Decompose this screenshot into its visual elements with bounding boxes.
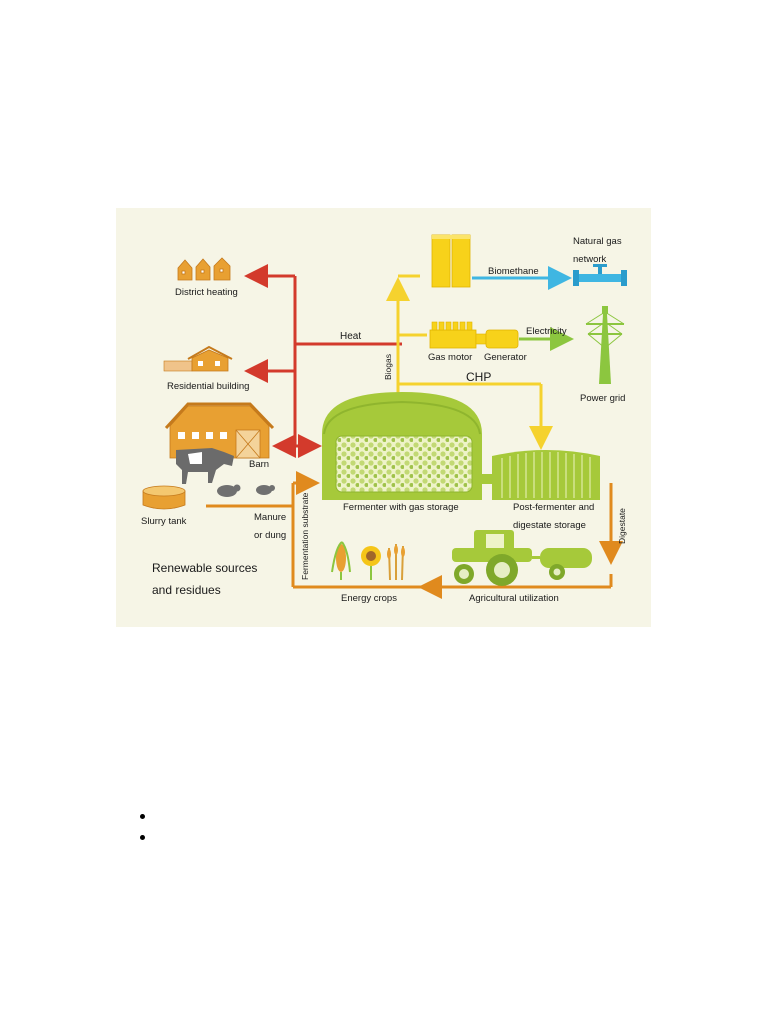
slurry-tank-icon — [142, 485, 186, 510]
energy-crops-icon — [331, 541, 405, 581]
slurry-tank-label: Slurry tank — [141, 516, 187, 527]
digestate-label: Digestate — [617, 508, 627, 544]
gas-motor-label: Gas motor — [428, 352, 472, 363]
residential-building-label: Residential building — [167, 381, 249, 392]
district-heating-houses-icon — [177, 257, 231, 281]
chp-label: CHP — [466, 370, 491, 384]
energy-crops-label: Energy crops — [341, 593, 397, 604]
empty-bullet-list — [140, 809, 150, 851]
renewable-sources-label-line1: Renewable sources — [152, 561, 257, 575]
biogas-label: Biogas — [383, 354, 393, 380]
biomethane-label: Biomethane — [488, 266, 539, 277]
heat-label: Heat — [340, 331, 361, 342]
tractor-icon — [452, 530, 592, 586]
electricity-label: Electricity — [526, 326, 567, 337]
heat-lines — [244, 264, 402, 458]
biogas-lines — [386, 274, 553, 450]
agricultural-utilization-label: Agricultural utilization — [469, 593, 559, 604]
renewable-sources-label-line2: and residues — [152, 583, 221, 597]
fermenter-icon — [322, 392, 482, 500]
generator-icon — [475, 329, 519, 349]
manure-label-line2: or dung — [254, 530, 286, 541]
manure-label-line1: Manure — [254, 512, 286, 523]
fermenter-label: Fermenter with gas storage — [343, 502, 459, 513]
substrate-lines — [206, 471, 623, 599]
natural-gas-pipe-icon — [573, 264, 627, 286]
natural-gas-label-line2: network — [573, 254, 607, 265]
bullet-item — [140, 809, 150, 830]
post-fermenter-label-line1: Post-fermenter and — [513, 502, 594, 513]
cow-icon — [176, 448, 234, 484]
district-heating-label: District heating — [175, 287, 238, 298]
gas-motor-icon — [429, 321, 477, 349]
barn-label: Barn — [249, 459, 269, 470]
power-grid-label: Power grid — [580, 393, 625, 404]
generator-label: Generator — [484, 352, 527, 363]
residential-building-icon — [163, 345, 233, 372]
biomethane-tanks-icon — [431, 234, 471, 288]
bullet-item — [140, 830, 150, 851]
biogas-plant-diagram: District heating Residential building Ba… — [116, 208, 651, 627]
fermentation-substrate-label: Fermentation substrate — [300, 492, 310, 580]
post-fermenter-label-line2: digestate storage — [513, 520, 586, 531]
power-pylon-icon — [585, 306, 625, 384]
pigs-icon — [217, 484, 275, 497]
post-fermenter-icon — [482, 450, 600, 500]
natural-gas-label-line1: Natural gas — [573, 236, 622, 247]
barn-icon — [164, 402, 275, 459]
